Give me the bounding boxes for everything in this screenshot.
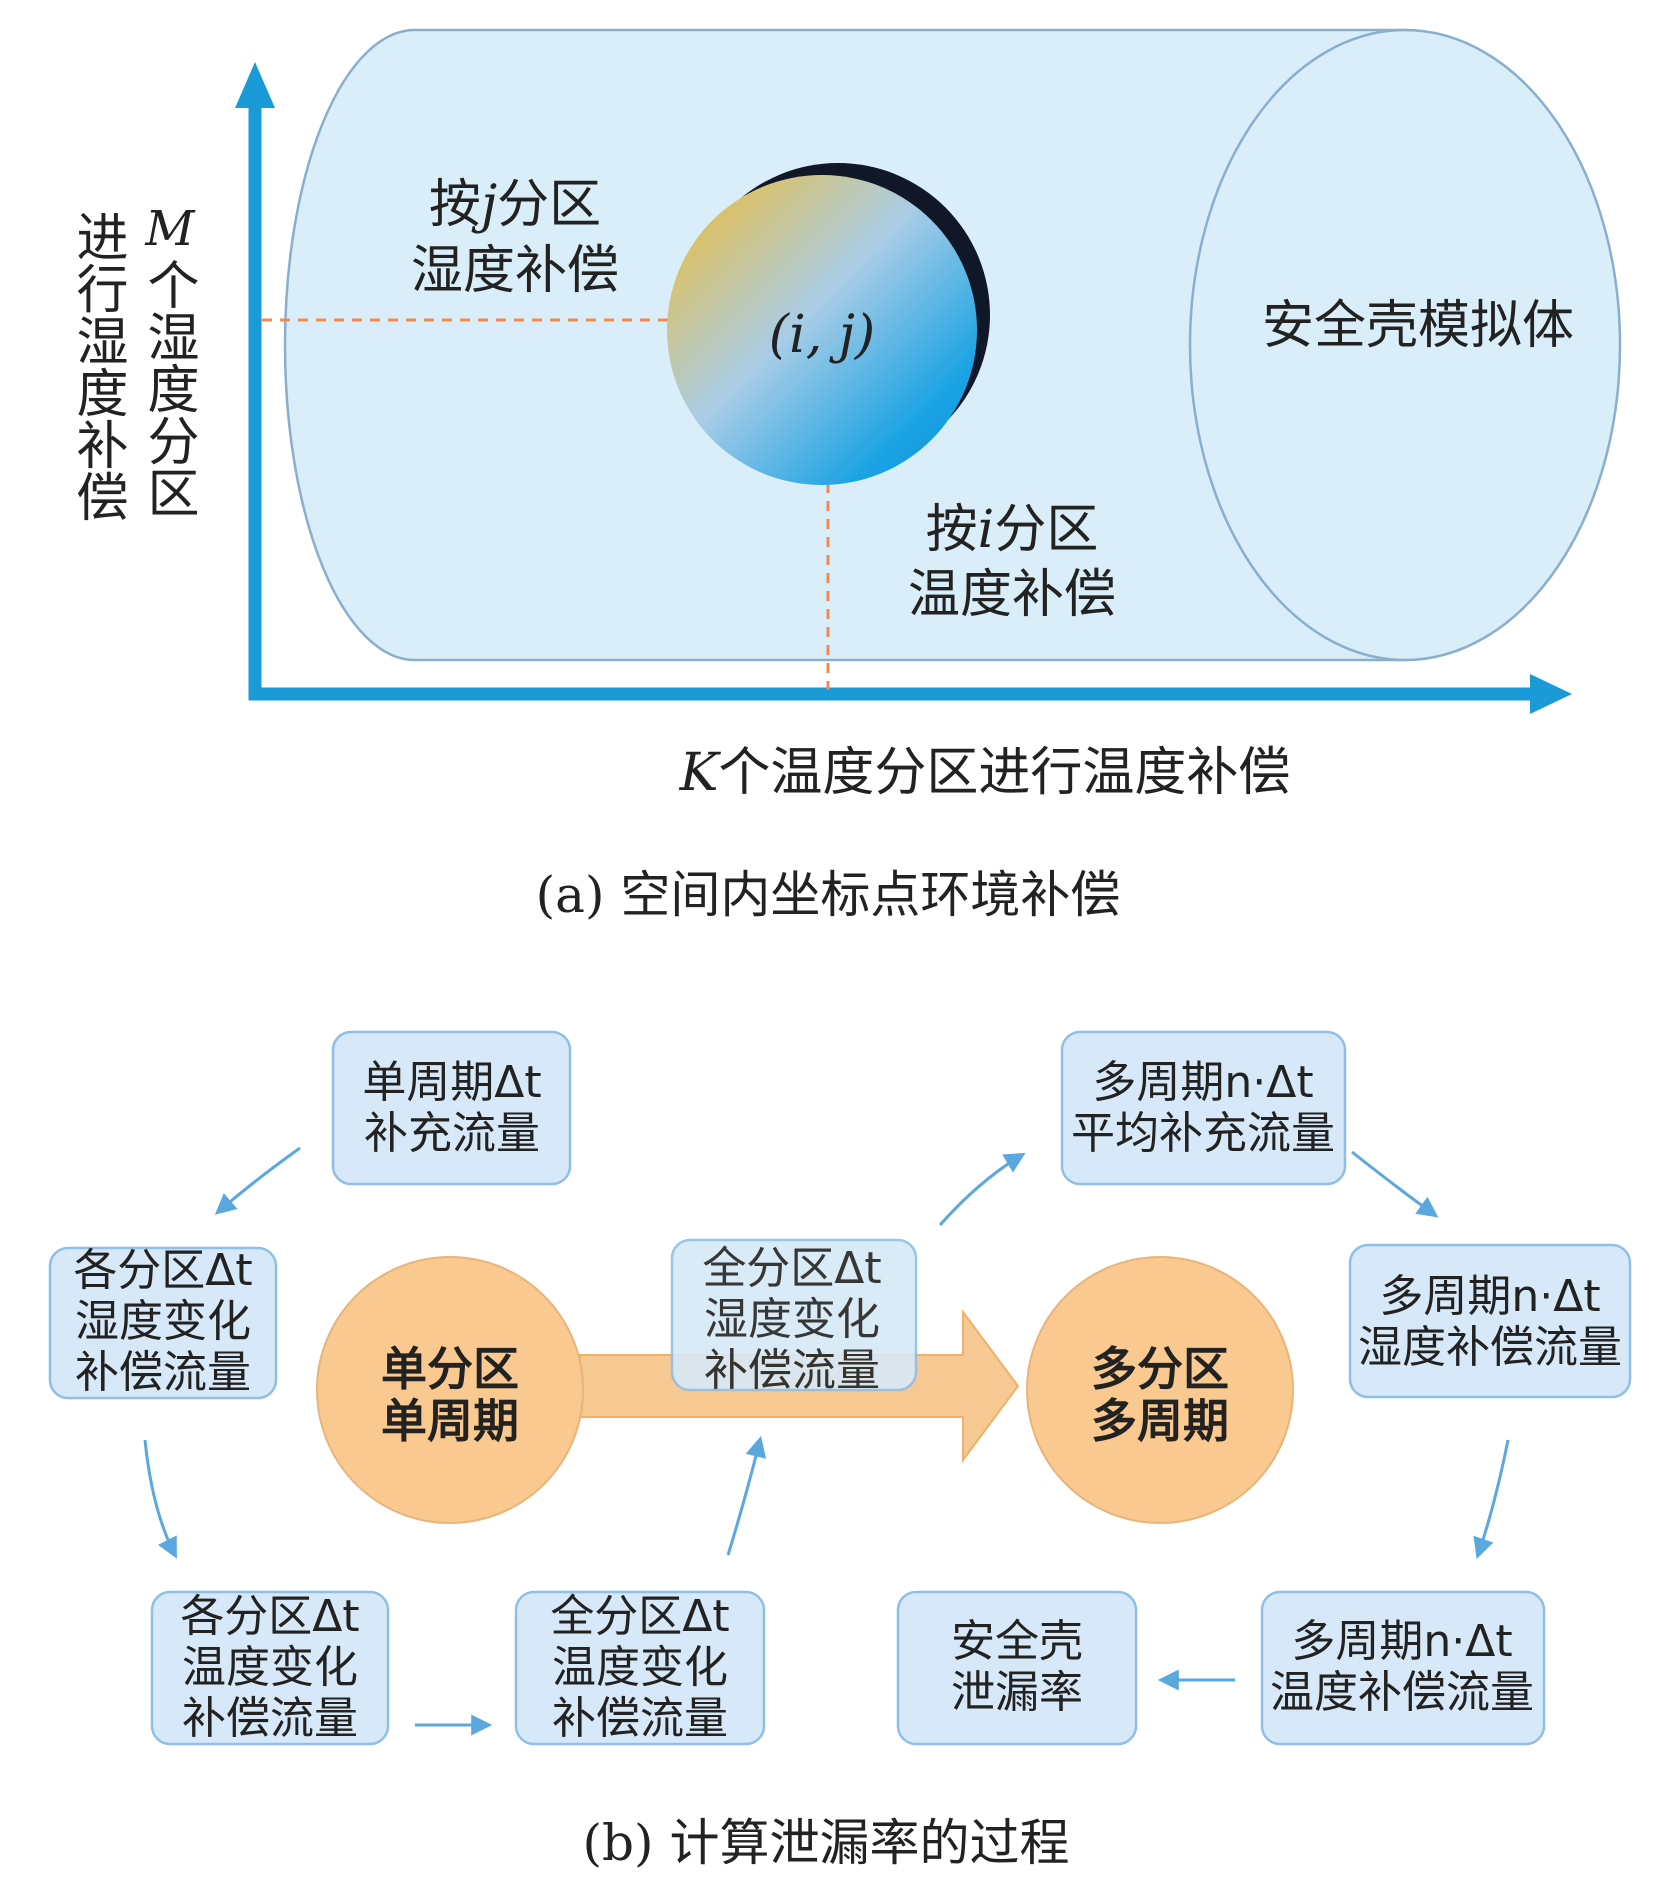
i-partition-label-line1: 按i分区 [926, 500, 1099, 560]
svg-text:安全壳: 安全壳 [951, 1616, 1083, 1667]
single-zone-circle-line2: 单周期 [381, 1394, 519, 1448]
panel-b: 单分区 单周期 多分区 多周期 单周期Δt 补充流量 各分区Δt 湿度变化 补偿… [48, 1030, 1632, 1872]
box-each-zone-humidity: 各分区Δt 湿度变化 补偿流量 [48, 1245, 278, 1400]
arrow-multi-humidity-to-multi-temperature [1473, 1439, 1510, 1559]
svg-text:泄漏率: 泄漏率 [951, 1667, 1083, 1718]
svg-text:多周期n·Δt: 多周期n·Δt [1379, 1271, 1600, 1322]
box-all-zone-humidity: 全分区Δt 湿度变化 补偿流量 [670, 1238, 918, 1396]
j-partition-label-line2: 湿度补偿 [411, 241, 619, 301]
svg-text:温度变化: 温度变化 [182, 1642, 358, 1693]
j-partition-label-line1: 按j分区 [429, 175, 601, 235]
point-label: (i, j) [769, 305, 875, 365]
svg-text:温度补偿流量: 温度补偿流量 [1270, 1667, 1534, 1718]
shell-label: 安全壳模拟体 [1262, 296, 1574, 356]
svg-text:补偿流量: 补偿流量 [182, 1693, 358, 1744]
arrow-all-temp-to-all-humidity [726, 1435, 767, 1556]
svg-text:温度变化: 温度变化 [552, 1642, 728, 1693]
svg-text:全分区Δt: 全分区Δt [550, 1591, 729, 1642]
x-axis-arrowhead [1530, 674, 1572, 714]
arrow-multi-supply-to-multi-humidity [1351, 1150, 1439, 1218]
svg-text:补偿流量: 补偿流量 [704, 1345, 880, 1396]
svg-text:各分区Δt: 各分区Δt [180, 1591, 359, 1642]
svg-text:湿度变化: 湿度变化 [704, 1294, 880, 1345]
arrow-supply-to-each-humidity [214, 1146, 301, 1215]
svg-text:补偿流量: 补偿流量 [552, 1693, 728, 1744]
box-all-zone-temperature: 全分区Δt 温度变化 补偿流量 [514, 1590, 766, 1746]
svg-text:多周期n·Δt: 多周期n·Δt [1291, 1616, 1512, 1667]
box-multi-cycle-supply: 多周期n·Δt 平均补充流量 [1060, 1030, 1347, 1186]
svg-text:多周期n·Δt: 多周期n·Δt [1092, 1057, 1313, 1108]
svg-text:平均补充流量: 平均补充流量 [1071, 1108, 1335, 1159]
i-partition-label-line2: 温度补偿 [908, 565, 1116, 625]
box-multi-cycle-humidity: 多周期n·Δt 湿度补偿流量 [1348, 1243, 1632, 1399]
box-containment-leak-rate: 安全壳 泄漏率 [896, 1590, 1138, 1746]
y-axis-label-italic: M [144, 201, 196, 257]
single-zone-circle [316, 1256, 584, 1524]
caption-a: (a) 空间内坐标点环境补偿 [536, 866, 1121, 924]
svg-text:全分区Δt: 全分区Δt [702, 1243, 881, 1294]
multi-zone-circle-line1: 多分区 [1091, 1342, 1229, 1396]
svg-text:湿度变化: 湿度变化 [75, 1296, 251, 1347]
multi-zone-circle [1026, 1256, 1294, 1524]
svg-text:湿度补偿流量: 湿度补偿流量 [1358, 1322, 1622, 1373]
shell-cylinder-end [1188, 28, 1622, 662]
svg-text:补充流量: 补充流量 [364, 1108, 540, 1159]
caption-b: (b) 计算泄漏率的过程 [583, 1814, 1070, 1872]
x-axis-label: K个温度分区进行温度补偿 [679, 743, 1291, 803]
flow-arrows [143, 1146, 1510, 1736]
box-multi-cycle-temperature: 多周期n·Δt 温度补偿流量 [1260, 1590, 1546, 1746]
panel-a: (i, j) 按j分区 湿度补偿 按i分区 温度补偿 安全壳模拟体 进行湿度补偿… [67, 28, 1622, 924]
svg-text:单周期Δt: 单周期Δt [362, 1057, 541, 1108]
arrow-each-humidity-to-each-temperature [143, 1439, 177, 1559]
box-single-cycle-supply: 单周期Δt 补充流量 [331, 1030, 572, 1186]
arrow-to-multi-supply [938, 1152, 1026, 1226]
svg-text:补偿流量: 补偿流量 [75, 1347, 251, 1398]
y-axis-arrowhead [235, 62, 275, 108]
box-each-zone-temperature: 各分区Δt 温度变化 补偿流量 [150, 1590, 390, 1746]
single-zone-circle-line1: 单分区 [381, 1342, 519, 1396]
point-sphere [667, 175, 977, 485]
y-axis-label-line2: 个湿度分区 [138, 258, 198, 518]
y-axis-label-line1: 进行湿度补偿 [67, 210, 127, 522]
svg-text:各分区Δt: 各分区Δt [73, 1245, 252, 1296]
multi-zone-circle-line2: 多周期 [1091, 1394, 1229, 1448]
